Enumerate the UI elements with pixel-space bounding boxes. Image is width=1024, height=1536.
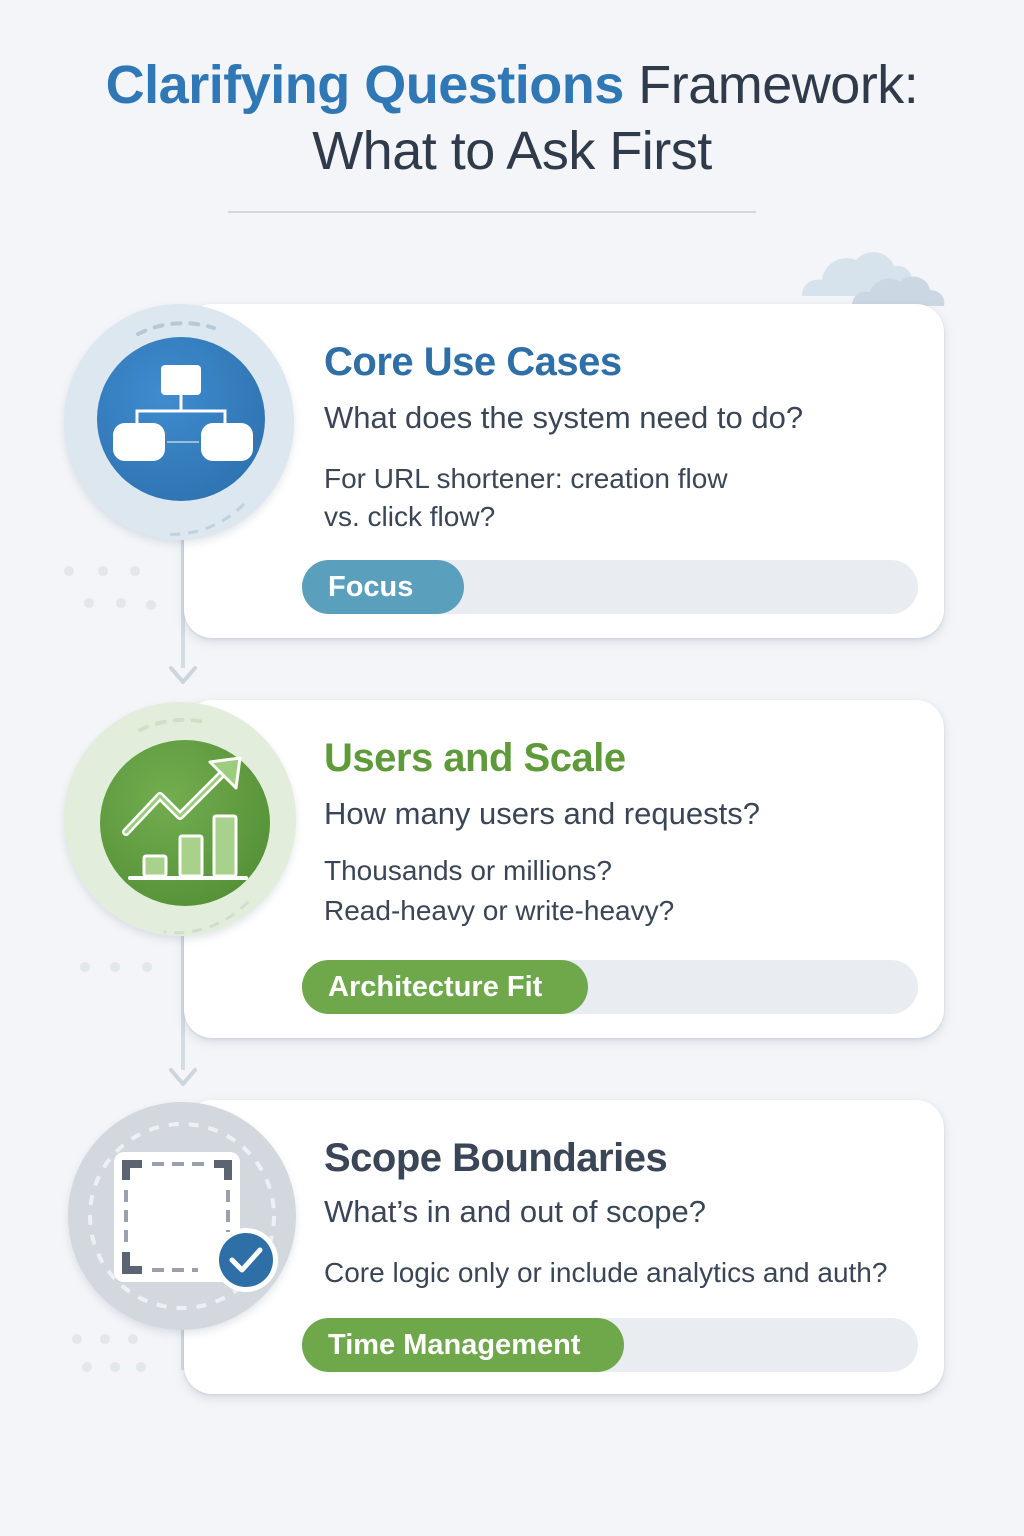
arrow-down-icon [169,666,197,684]
tag-bar: Time Management [302,1318,918,1372]
step-detail: Core logic only or include analytics and… [324,1257,888,1288]
page-title: Clarifying Questions Framework: What to … [0,52,1024,184]
arrow-down-icon [169,1068,197,1086]
subtitle: What to Ask First [312,121,712,181]
step-title: Users and Scale [324,736,626,780]
step-title: Core Use Cases [324,340,622,384]
connector-line-2 [181,936,185,1070]
title-accent: Clarifying Questions [105,55,625,115]
tag-pill-time-management: Time Management [302,1318,624,1372]
tag-pill-architecture-fit: Architecture Fit [302,960,588,1014]
scope-check-icon [88,1122,278,1310]
step-card-scope-boundaries: Scope Boundaries What’s in and out of sc… [184,1100,944,1394]
dashed-ring-icon [136,321,246,536]
tag-bar: Architecture Fit [302,960,918,1014]
step-question: What does the system need to do? [324,400,804,435]
hierarchy-icon [97,337,265,501]
step-card-users-and-scale: Users and Scale How many users and reque… [184,700,944,1038]
title-rest: Framework: [623,55,919,115]
step-question: How many users and requests? [324,796,760,831]
step-card-core-use-cases: Core Use Cases What does the system need… [184,304,944,638]
title-divider [228,211,756,213]
step-question: What’s in and out of scope? [324,1194,707,1229]
growth-chart-icon [100,740,270,906]
connector-line-1 [181,540,185,668]
tag-pill-focus: Focus [302,560,464,614]
tag-bar: Focus [302,560,918,614]
step-detail: Thousands or millions? Read-heavy or wri… [324,855,675,926]
connector-line-3 [181,1330,185,1370]
step-title: Scope Boundaries [324,1136,668,1180]
step-detail: For URL shortener: creation flow vs. cli… [324,463,728,532]
dashed-ring-icon [138,718,250,935]
cloud-icon [802,252,945,306]
